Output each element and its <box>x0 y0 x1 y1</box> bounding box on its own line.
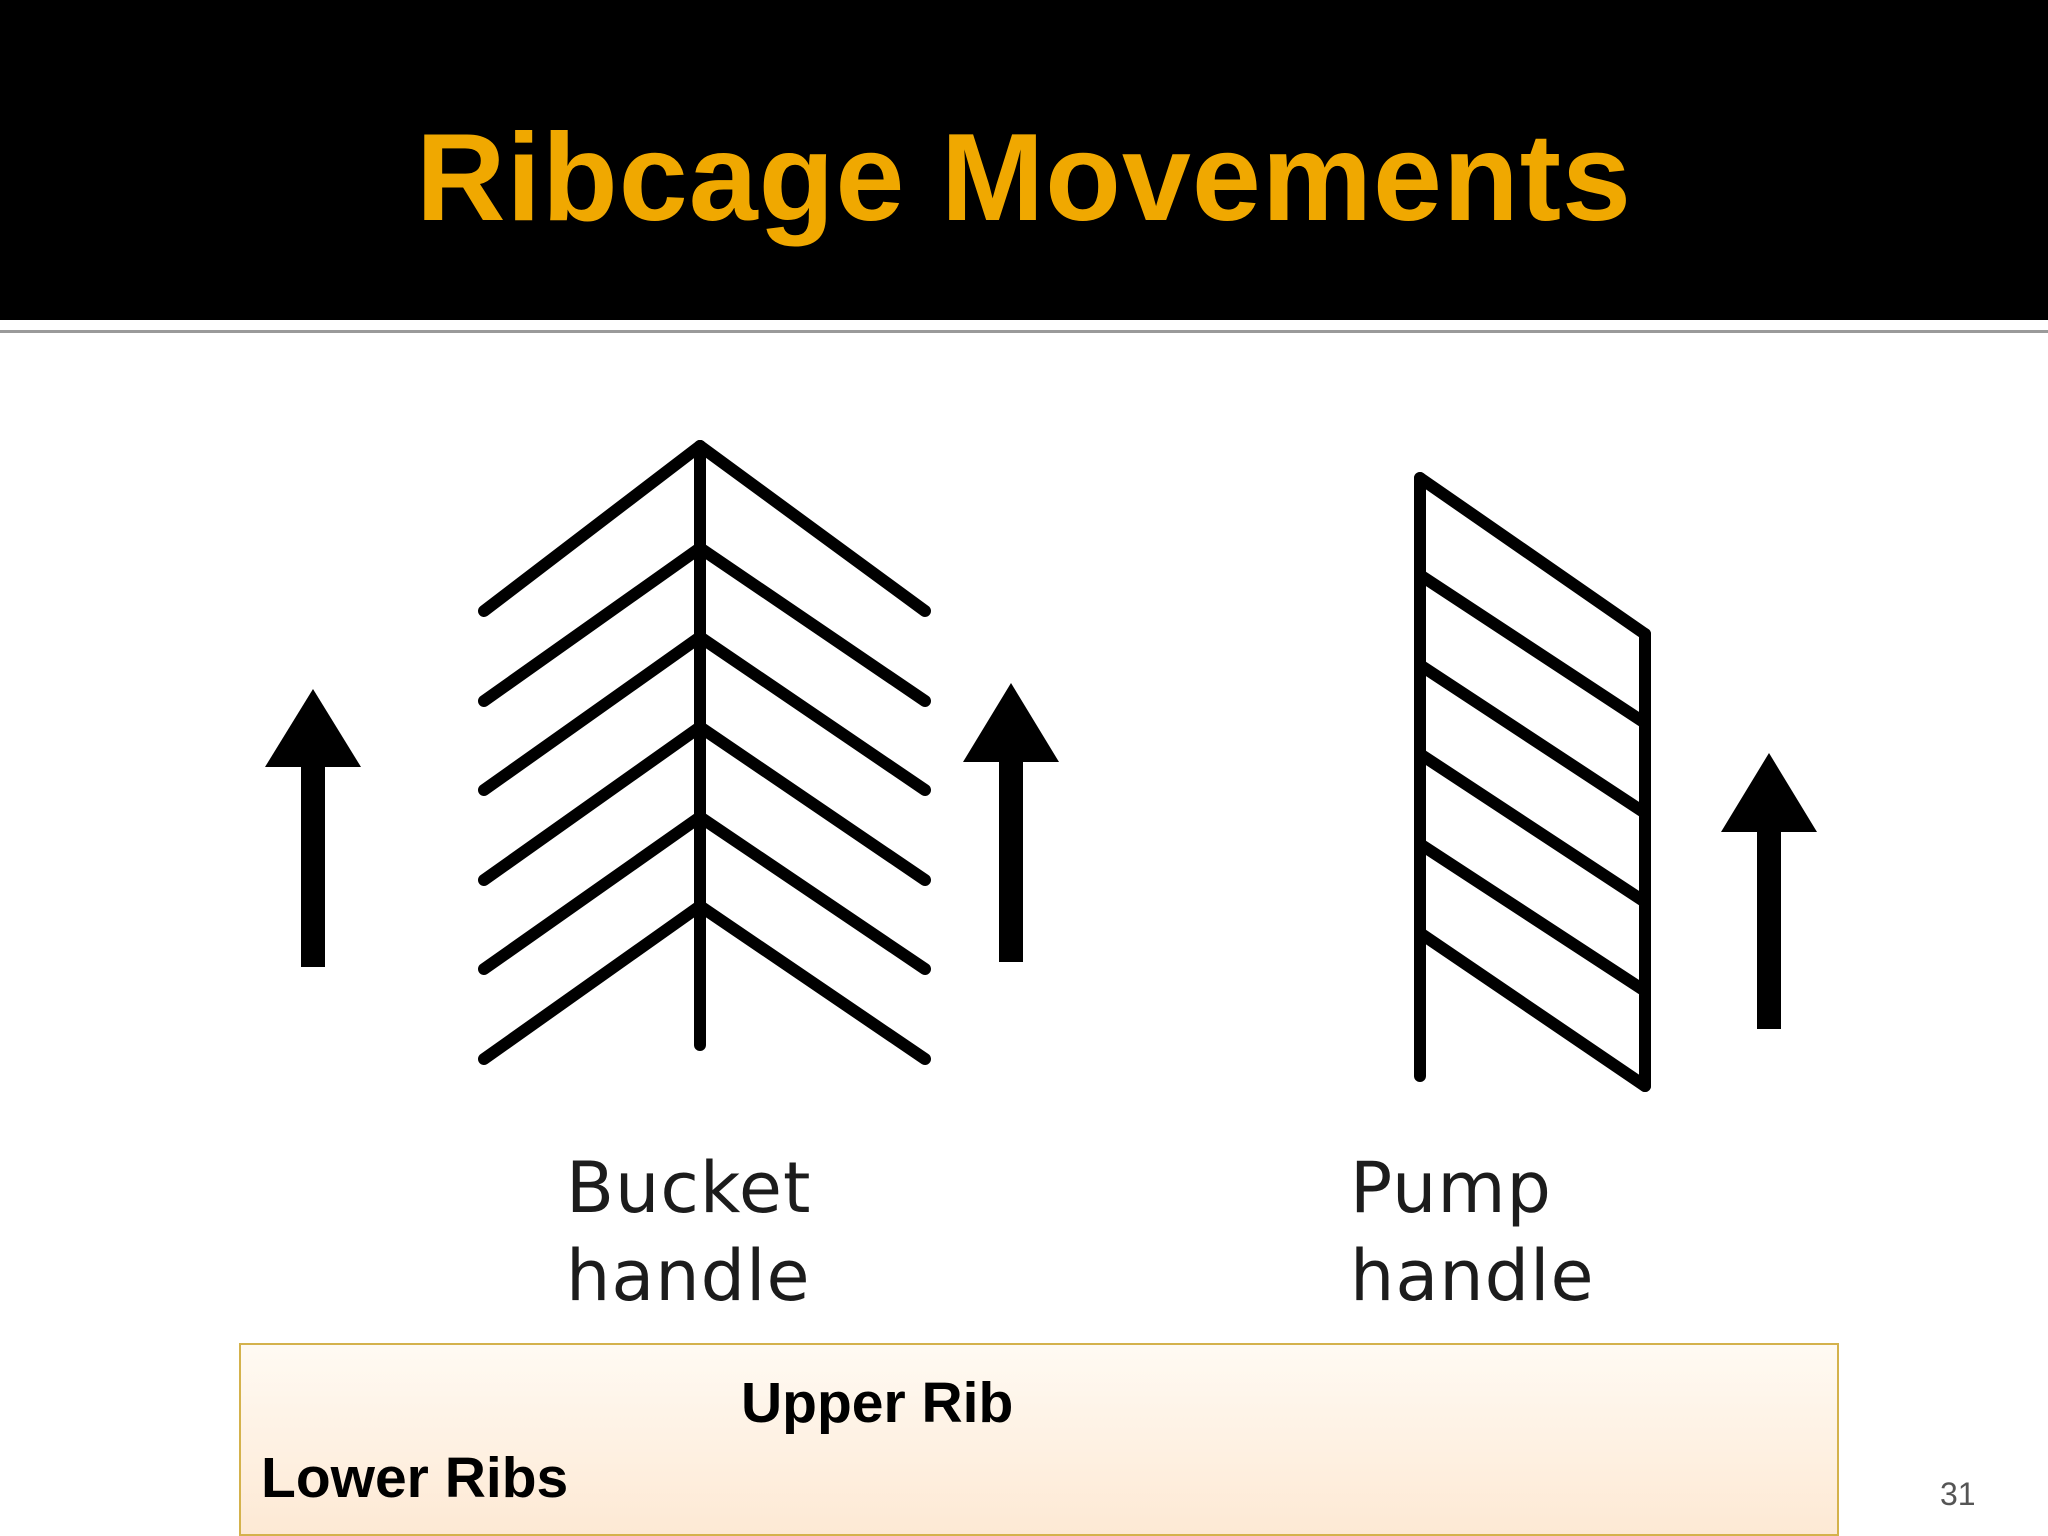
rib-movement-diagram <box>265 440 1817 1092</box>
pump-handle-rib-1 <box>1414 472 1651 640</box>
up-arrow-shaft-right <box>1757 825 1781 1029</box>
up-arrow-shaft-middle <box>999 756 1023 962</box>
up-arrow-head-middle <box>963 683 1059 762</box>
bucket-handle-rib-right-5 <box>694 811 931 975</box>
bucket-handle-rib-diagram <box>478 440 931 1065</box>
bucket-handle-rib-right-3 <box>694 631 931 796</box>
pump-handle-label-line2: handle <box>1350 1235 1595 1317</box>
title-bar <box>0 0 2048 320</box>
up-arrow-icon <box>265 689 361 967</box>
bucket-handle-label-line1: Bucket <box>566 1147 812 1229</box>
bucket-handle-rib-left-1 <box>478 440 706 617</box>
bucket-handle-rib-right-2 <box>694 542 931 707</box>
caption-upper-rib: Upper Rib <box>741 1371 1014 1435</box>
page-number: 31 <box>1940 1476 1976 1512</box>
pump-handle-rib-2 <box>1414 569 1651 729</box>
title-divider <box>0 330 2048 333</box>
pump-handle-rib-3 <box>1414 659 1651 819</box>
bucket-handle-rib-right-4 <box>694 721 931 886</box>
bucket-handle-rib-left-5 <box>478 811 706 975</box>
bucket-handle-rib-left-2 <box>478 542 706 707</box>
pump-handle-rib-4 <box>1414 748 1651 908</box>
pump-handle-rib-6 <box>1414 927 1651 1092</box>
bucket-handle-rib-right-6 <box>694 900 931 1065</box>
pump-handle-rib-diagram <box>1414 472 1651 1092</box>
up-arrow-icon <box>963 683 1059 962</box>
bucket-handle-label-line2: handle <box>566 1235 811 1317</box>
caption-lower-ribs: Lower Ribs <box>261 1446 569 1510</box>
caption-box: Upper Rib Lower Ribs <box>239 1343 1839 1536</box>
pump-handle-label-line1: Pump <box>1350 1147 1552 1229</box>
bucket-handle-label: Bucket handle <box>566 1144 811 1320</box>
bucket-handle-rib-left-4 <box>478 721 706 886</box>
up-arrow-shaft-left <box>301 760 325 967</box>
up-arrow-head-left <box>265 689 361 767</box>
pump-handle-label: Pump handle <box>1350 1144 1595 1320</box>
pump-handle-rib-5 <box>1414 838 1651 997</box>
up-arrow-icon <box>1721 753 1817 1029</box>
bucket-handle-rib-right-1 <box>694 440 931 617</box>
up-arrow-head-right <box>1721 753 1817 832</box>
bucket-handle-rib-left-3 <box>478 631 706 796</box>
bucket-handle-rib-left-6 <box>478 900 706 1065</box>
slide-title: Ribcage Movements <box>415 109 1632 247</box>
